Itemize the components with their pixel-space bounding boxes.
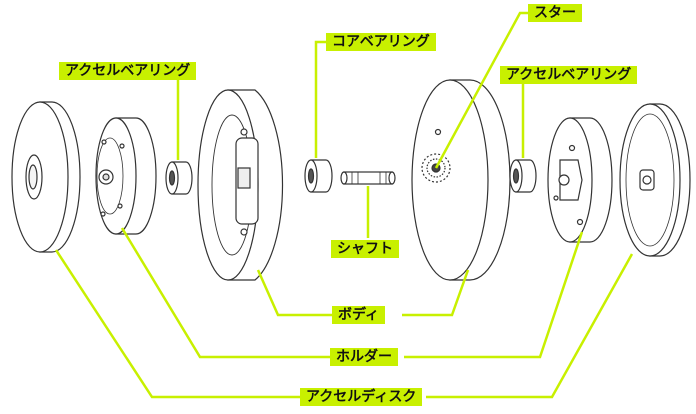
axle-disc-left	[11, 101, 81, 253]
axle-bearing-right-part	[509, 159, 537, 193]
holder-left	[95, 117, 157, 235]
label-axle-bearing-left: アクセルベアリング	[59, 62, 197, 80]
label-axle-bearing-right: アクセルベアリング	[500, 66, 638, 84]
axle-disc-right	[619, 103, 691, 257]
label-shaft: シャフト	[331, 240, 399, 258]
label-star: スター	[528, 4, 582, 22]
shaft-part	[340, 171, 396, 185]
label-axle-disc: アクセルディスク	[300, 388, 423, 406]
axle-bearing-left-part	[165, 161, 193, 195]
body-right-part	[411, 79, 511, 281]
leader-lines	[54, 11, 634, 399]
core-bearing-part	[304, 159, 333, 193]
holder-right	[547, 117, 613, 243]
label-body: ボディ	[332, 306, 386, 324]
label-core-bearing: コアベアリング	[326, 33, 436, 51]
label-holder: ホルダー	[330, 348, 398, 366]
body-left-part	[197, 89, 284, 281]
